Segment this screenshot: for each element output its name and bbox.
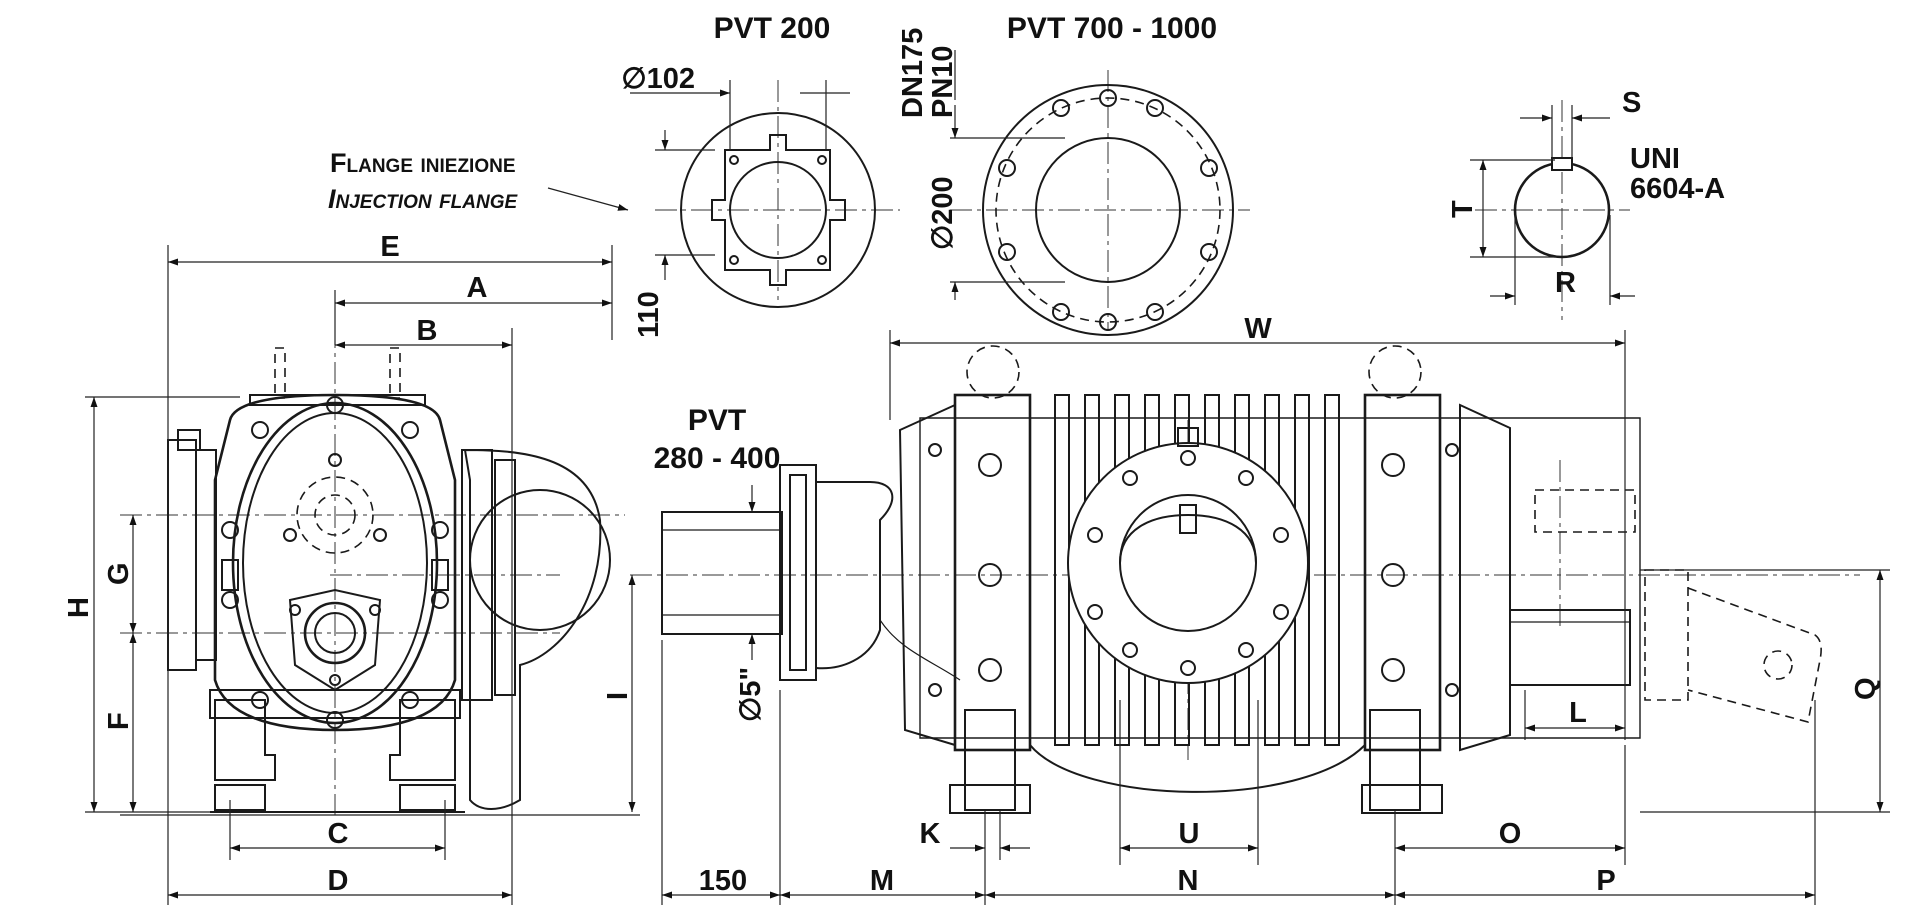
dim-label-e: E [380,231,399,263]
dim-label-s: S [1622,87,1641,119]
dim-label-d: D [328,865,349,897]
flange700-pn: PN10 [927,45,959,118]
dim-label-r: R [1555,267,1576,299]
flange700-diameter: ∅200 [927,176,959,250]
front-view [120,290,625,815]
dim-label-t: T [1447,200,1479,218]
dimension-labels: E A B C D H G F I W 150 M N P K U O L Q [63,231,1882,897]
dim-label-i: I [602,692,634,700]
inlet-diameter-label: ∅5" [735,667,767,722]
flange-pvt200 [655,80,900,308]
dim-label-l: L [1569,697,1587,729]
flange-pvt700 [950,70,1250,336]
key-labels: UNI 6604-A S T R [1447,87,1725,299]
title-pvt200: PVT 200 [714,12,831,45]
dim-label-u: U [1179,818,1200,850]
dim-label-a: A [467,272,488,304]
dim-label-o: O [1499,818,1522,850]
dim-label-p: P [1596,865,1615,897]
titles: PVT 200 PVT 700 - 1000 PVT 280 - 400 [654,12,1217,475]
flange-labels: ∅102 110 DN175 PN10 ∅200 [621,28,959,338]
dim-label-150: 150 [699,865,747,897]
flange700-bolt-holes [998,89,1218,331]
title-pvt280-line2: 280 - 400 [654,442,781,475]
shaft-key-section [1475,100,1630,320]
key-standard-line2: 6604-A [1630,173,1725,205]
title-pvt700: PVT 700 - 1000 [1007,12,1217,45]
injection-flange-note: Flange iniezione Injection flange [328,148,519,214]
dim-label-w: W [1244,313,1272,345]
note-flange-english: Injection flange [328,184,519,214]
dim-label-h: H [63,597,95,618]
dim-label-q: Q [1850,677,1882,700]
title-pvt280-line1: PVT [688,404,746,437]
dim-label-k: K [920,818,941,850]
discharge-flange-bolts [1087,450,1289,676]
dim-label-b: B [417,315,438,347]
dim-label-m: M [870,865,894,897]
flange200-diameter: ∅102 [621,63,695,95]
flange200-offset: 110 [633,291,665,338]
dimension-lines [85,50,1890,905]
dim-label-f: F [103,712,135,730]
dim-label-c: C [328,818,349,850]
side-view [630,345,1860,814]
key-standard-line1: UNI [1630,143,1680,175]
dim-label-g: G [103,562,135,585]
note-flange-italian: Flange iniezione [330,148,516,178]
flange700-dn: DN175 [897,28,929,118]
dim-label-n: N [1178,865,1199,897]
